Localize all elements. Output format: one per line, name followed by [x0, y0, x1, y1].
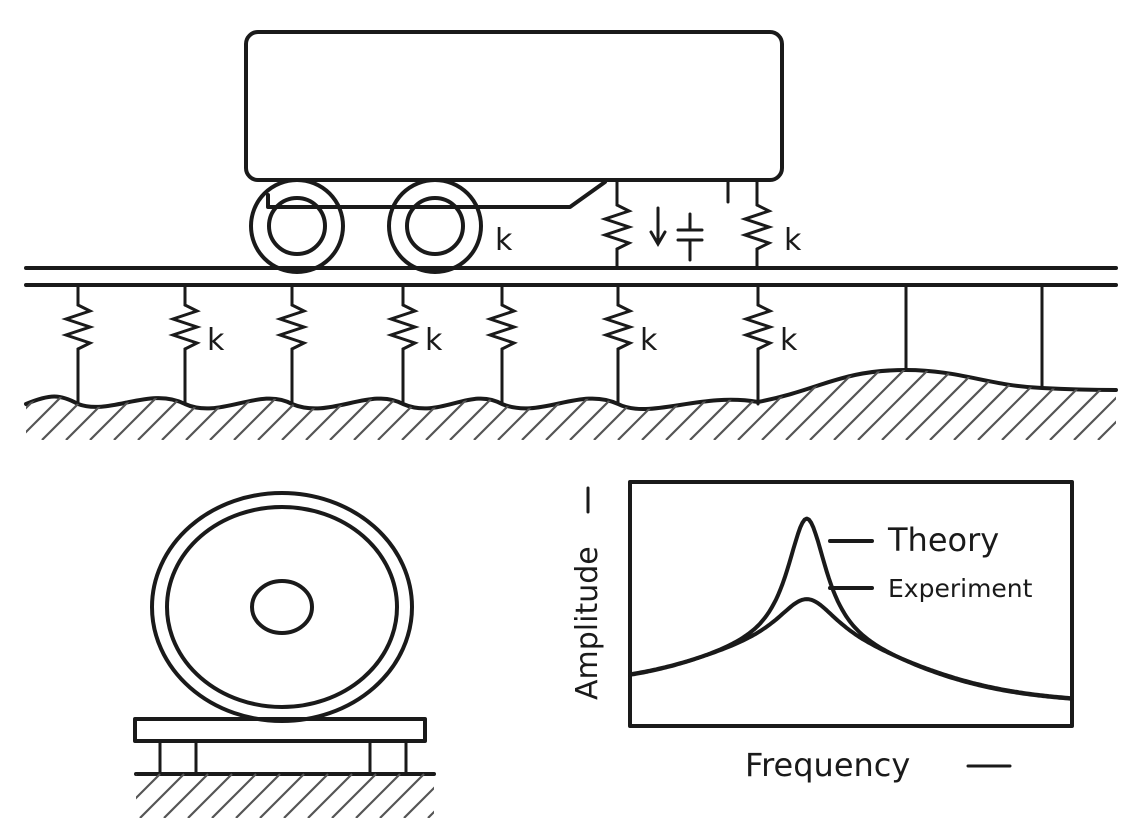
test-wheel [150, 491, 414, 723]
response-plot: Theory Experiment Amplitude Frequency [570, 480, 1074, 784]
hatch-line [545, 370, 627, 440]
wheel-right [387, 178, 483, 274]
car-body [244, 30, 784, 182]
hatch-line [139, 773, 185, 818]
hatch-line [259, 773, 305, 818]
spring-label: k [495, 223, 513, 258]
hatch-line [857, 370, 939, 440]
hatch-line [187, 773, 233, 818]
hatch-line [136, 773, 161, 800]
plot-series [628, 516, 1074, 701]
hatch-line [41, 370, 123, 440]
ground-profile [24, 368, 1118, 412]
x-axis-label: Frequency [745, 746, 910, 784]
legend-label-experiment: Experiment [888, 574, 1033, 603]
hatch-line [785, 370, 867, 440]
hatch-line [953, 370, 1035, 440]
hatch-line [379, 773, 425, 818]
trackbed-spring: k [168, 283, 225, 406]
hatch-line [283, 773, 329, 818]
hatch-line [1025, 370, 1107, 440]
hatch-line [235, 773, 281, 818]
theory-curve [628, 516, 1074, 701]
force-arrow-icon [649, 206, 667, 247]
hatch-line [427, 810, 434, 818]
damper-icon [676, 212, 704, 262]
hatch-line [833, 370, 915, 440]
legend-label-theory: Theory [887, 521, 999, 559]
spring-label: k [784, 223, 802, 258]
test-rig-platform [133, 717, 436, 776]
trackbed-spring [275, 283, 309, 406]
spring-label: k [780, 323, 798, 358]
hatch-line [26, 370, 27, 440]
hatch-line [331, 773, 377, 818]
spring-label: k [640, 323, 658, 358]
hatch-line [617, 370, 699, 440]
hatch-line [307, 773, 353, 818]
trackbed-spring [485, 283, 519, 406]
bogie-frame [266, 180, 607, 209]
trackbed-spring [61, 283, 95, 406]
hatch-line [1049, 370, 1116, 440]
hatch-line [281, 370, 363, 440]
hatch-line [136, 774, 137, 776]
ground-hatching [136, 773, 434, 818]
hatch-line [26, 370, 99, 440]
hatch-line [1097, 370, 1116, 440]
hatch-line [809, 370, 891, 440]
hatch-line [211, 773, 257, 818]
plot-frame [628, 480, 1074, 728]
hatch-line [403, 786, 434, 818]
hatch-line [113, 370, 195, 440]
trackbed-spring: k [741, 283, 798, 406]
wheel-left [249, 178, 345, 274]
hatch-line [1073, 370, 1116, 440]
suspension-spring [600, 178, 634, 268]
spring-label: k [425, 323, 443, 358]
trackbed-spring: k [386, 283, 443, 406]
y-axis-label: Amplitude [570, 546, 605, 700]
trackbed-spring: k [601, 283, 658, 406]
spring-label: k [207, 323, 225, 358]
hatch-line [355, 773, 401, 818]
experiment-curve [628, 597, 1074, 701]
hatch-line [977, 370, 1059, 440]
suspension-spring [740, 178, 774, 268]
hatch-line [163, 773, 209, 818]
